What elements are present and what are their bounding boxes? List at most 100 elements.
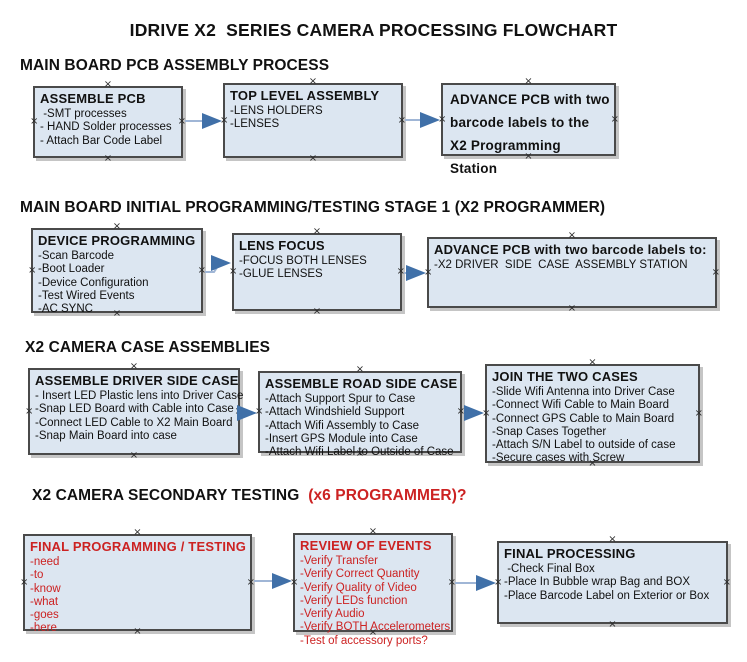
connection-handle-icon: × bbox=[482, 407, 491, 419]
connection-handle-icon: × bbox=[112, 221, 122, 232]
box-items: -LENS HOLDERS-LENSES bbox=[230, 105, 397, 132]
box-title: ASSEMBLE ROAD SIDE CASE bbox=[265, 376, 458, 391]
box-title: DEVICE PROGRAMMING bbox=[38, 233, 196, 248]
box-item: -Secure cases with Screw bbox=[492, 452, 625, 465]
box-item: -Verify Quality of Video bbox=[300, 581, 417, 594]
connection-handle-icon: × bbox=[722, 576, 731, 588]
connection-handle-icon: × bbox=[588, 357, 597, 368]
box-item: -Attach Support Spur to Case bbox=[265, 393, 416, 405]
box-advance-pcb-driver-side: ADVANCE PCB with two barcode labels to: … bbox=[424, 231, 720, 314]
connection-handle-icon: × bbox=[20, 576, 29, 588]
connection-handle-icon: × bbox=[220, 114, 229, 126]
connection-handle-icon: × bbox=[396, 266, 405, 277]
section-heading-secondary-testing: X2 CAMERA SECONDARY TESTING (x6 PROGRAMM… bbox=[32, 487, 467, 505]
box-items: -Slide Wifi Antenna into Driver Case-Con… bbox=[492, 386, 694, 466]
connection-handle-icon: × bbox=[608, 534, 617, 545]
connection-handle-icon: × bbox=[438, 113, 447, 125]
connection-handle-icon: × bbox=[397, 114, 406, 126]
connection-handle-icon: × bbox=[368, 526, 378, 537]
box-item: -what bbox=[30, 595, 59, 608]
connection-handle-icon: × bbox=[610, 113, 619, 125]
connection-handle-icon: × bbox=[103, 153, 113, 164]
connection-handle-icon: × bbox=[567, 303, 577, 314]
box-item: -SMT processes bbox=[40, 108, 127, 120]
connection-handle-icon: × bbox=[355, 364, 365, 375]
connection-handle-icon: × bbox=[229, 266, 238, 277]
box-items: -Check Final Box-Place In Bubble wrap Ba… bbox=[504, 563, 722, 603]
box-item: -Attach S/N Label to outside of case bbox=[492, 439, 676, 452]
box-item: -Test Wired Events bbox=[38, 289, 135, 302]
connection-handle-icon: × bbox=[129, 361, 139, 372]
box-item: -Verify BOTH Accelerometers bbox=[300, 621, 451, 634]
box-item: -Attach Windshield Support bbox=[265, 406, 405, 419]
box-title: ADVANCE PCB with two barcode labels to t… bbox=[450, 92, 614, 176]
box-items: -Scan Barcode-Boot Loader-Device Configu… bbox=[38, 250, 197, 316]
box-item: -Place In Bubble wrap Bag and BOX bbox=[504, 576, 691, 589]
box-item: -LENS HOLDERS bbox=[230, 105, 323, 117]
box-item: -Insert GPS Module into Case bbox=[265, 432, 418, 445]
box-item: -Attach Wifi Assembly to Case bbox=[265, 419, 420, 432]
connection-handle-icon: × bbox=[25, 405, 34, 417]
box-item: -X2 DRIVER SIDE CASE ASSEMBLY STATION bbox=[434, 259, 688, 271]
box-items: -Verify Transfer-Verify Correct Quantity… bbox=[300, 555, 451, 648]
box-item: - Attach Bar Code Label bbox=[40, 134, 163, 147]
box-final-programming-testing: FINAL PROGRAMMING / TESTING -need-to-kno… bbox=[20, 528, 255, 637]
connection-handle-icon: × bbox=[424, 266, 433, 278]
box-assemble-driver-side-case: ASSEMBLE DRIVER SIDE CASE - Insert LED P… bbox=[25, 362, 244, 461]
box-items: -Attach Support Spur to Case-Attach Wind… bbox=[265, 393, 456, 459]
box-item: -Snap LED Board with Cable into Case bbox=[35, 403, 234, 416]
box-item: -here bbox=[30, 622, 57, 635]
connection-handle-icon: × bbox=[308, 153, 318, 164]
section-heading-pcb-assembly: MAIN BOARD PCB ASSEMBLY PROCESS bbox=[20, 57, 330, 74]
box-title: ADVANCE PCB with two barcode labels to: bbox=[434, 242, 707, 257]
box-item: -Scan Barcode bbox=[38, 250, 115, 262]
box-item: -to bbox=[30, 569, 44, 582]
box-item: -Snap Main Board into case bbox=[35, 429, 177, 442]
box-item: -Test of accessory ports? bbox=[300, 634, 428, 647]
box-item: -Snap Cases Together bbox=[492, 425, 607, 438]
box-item: -Boot Loader bbox=[38, 263, 105, 276]
connection-handle-icon: × bbox=[197, 264, 206, 276]
box-item: - Insert LED Plastic lens into Driver Ca… bbox=[35, 390, 244, 402]
connection-handle-icon: × bbox=[30, 116, 39, 127]
box-item: -goes bbox=[30, 609, 59, 622]
heading-red-part: (x6 PROGRAMMER)? bbox=[303, 487, 467, 504]
box-title: LENS FOCUS bbox=[239, 238, 325, 253]
box-item: -need bbox=[30, 556, 60, 568]
box-items: - Insert LED Plastic lens into Driver Ca… bbox=[35, 390, 244, 443]
box-item: -Connect GPS Cable to Main Board bbox=[492, 412, 675, 425]
box-item: -AC SYNC bbox=[38, 303, 93, 316]
box-item: -Verify Audio bbox=[300, 608, 365, 621]
box-item: -Device Configuration bbox=[38, 276, 149, 289]
section-heading-case-assemblies: X2 CAMERA CASE ASSEMBLIES bbox=[25, 339, 271, 356]
box-item: -GLUE LENSES bbox=[239, 268, 323, 281]
box-item: -Attach Wifi Label to Outside of Case bbox=[265, 446, 454, 459]
connection-handle-icon: × bbox=[447, 576, 456, 588]
box-items: -need-to-know-what-goes-here bbox=[30, 556, 246, 636]
box-item: -Connect LED Cable to X2 Main Board bbox=[35, 416, 233, 429]
connection-handle-icon: × bbox=[456, 406, 465, 417]
section-heading-initial-programming: MAIN BOARD INITIAL PROGRAMMING/TESTING S… bbox=[20, 199, 606, 216]
box-top-level-assembly: TOP LEVEL ASSEMBLY -LENS HOLDERS-LENSES … bbox=[220, 77, 406, 164]
box-item: -Verify Correct Quantity bbox=[300, 568, 420, 581]
box-item: -Connect Wifi Cable to Main Board bbox=[492, 399, 670, 412]
flow-arrow bbox=[205, 255, 231, 273]
page-title: IDRIVE X2 SERIES CAMERA PROCESSING FLOWC… bbox=[129, 20, 618, 40]
connection-handle-icon: × bbox=[103, 79, 113, 90]
box-title: ASSEMBLE DRIVER SIDE CASE bbox=[35, 373, 239, 388]
box-assemble-road-side-case: ASSEMBLE ROAD SIDE CASE -Attach Support … bbox=[255, 365, 465, 459]
connection-handle-icon: × bbox=[255, 406, 264, 417]
connection-handle-icon: × bbox=[694, 407, 703, 419]
box-join-the-two-cases: JOIN THE TWO CASES -Slide Wifi Antenna i… bbox=[482, 358, 703, 469]
box-assemble-pcb: ASSEMBLE PCB -SMT processes- HAND Solder… bbox=[30, 80, 186, 164]
heading-black-part: X2 CAMERA SECONDARY TESTING bbox=[32, 487, 304, 504]
connection-handle-icon: × bbox=[312, 306, 322, 317]
box-title: ASSEMBLE PCB bbox=[40, 91, 146, 106]
box-item: -Verify Transfer bbox=[300, 555, 378, 567]
box-item: -Check Final Box bbox=[504, 563, 595, 575]
connection-handle-icon: × bbox=[28, 264, 37, 276]
connection-handle-icon: × bbox=[608, 619, 617, 630]
connection-handle-icon: × bbox=[567, 230, 577, 241]
box-items: -SMT processes- HAND Solder processes- A… bbox=[40, 108, 177, 148]
box-final-processing: FINAL PROCESSING -Check Final Box-Place … bbox=[494, 535, 731, 630]
